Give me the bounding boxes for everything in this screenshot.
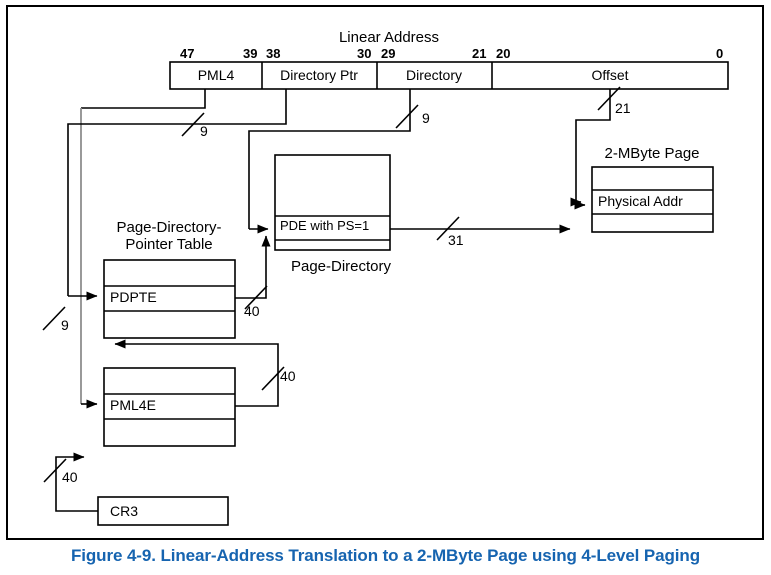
- bit-label-29: 29: [381, 46, 396, 61]
- bit-label-39: 39: [243, 46, 258, 61]
- page-entry-physical-addr: Physical Addr: [598, 193, 683, 209]
- width-label-offset-bits: 21: [615, 100, 631, 116]
- pdpt-title-line1: Page-Directory-: [116, 219, 222, 236]
- la-field-directory-ptr: Directory Ptr: [280, 67, 358, 83]
- page-title-2mbyte: 2-MByte Page: [604, 145, 700, 162]
- bit-label-47: 47: [180, 46, 195, 61]
- la-field-pml4: PML4: [197, 67, 235, 83]
- pdpt-title-line2: Pointer Table: [125, 236, 213, 253]
- width-label-pml4-index: 9: [200, 123, 208, 139]
- width-label-dirptr-index: 9: [61, 317, 69, 333]
- bit-label-30: 30: [357, 46, 372, 61]
- page-directory-title: Page-Directory: [290, 258, 392, 275]
- la-field-directory: Directory: [405, 67, 463, 83]
- width-label-pdpte-to-pd: 40: [244, 303, 260, 319]
- pml4-entry-pml4e: PML4E: [110, 397, 156, 413]
- figure-frame: [6, 5, 764, 540]
- pdpt-entry-pdpte: PDPTE: [110, 289, 157, 305]
- la-field-offset: Offset: [591, 67, 629, 83]
- width-label-pde-to-page: 31: [448, 232, 464, 248]
- bit-label-20: 20: [496, 46, 511, 61]
- figure-caption: Figure 4-9. Linear-Address Translation t…: [70, 546, 700, 565]
- bit-label-21: 21: [472, 46, 487, 61]
- width-label-pml4e-to-pdpt: 40: [280, 368, 296, 384]
- page-directory-entry-pde: PDE with PS=1: [280, 218, 370, 233]
- width-label-directory-index: 9: [422, 110, 430, 126]
- linear-address-title: Linear Address: [338, 29, 440, 46]
- cr3-label: CR3: [110, 503, 139, 519]
- bit-label-38: 38: [266, 46, 281, 61]
- width-label-cr3-to-pml4: 40: [62, 469, 78, 485]
- bit-label-0: 0: [716, 46, 724, 61]
